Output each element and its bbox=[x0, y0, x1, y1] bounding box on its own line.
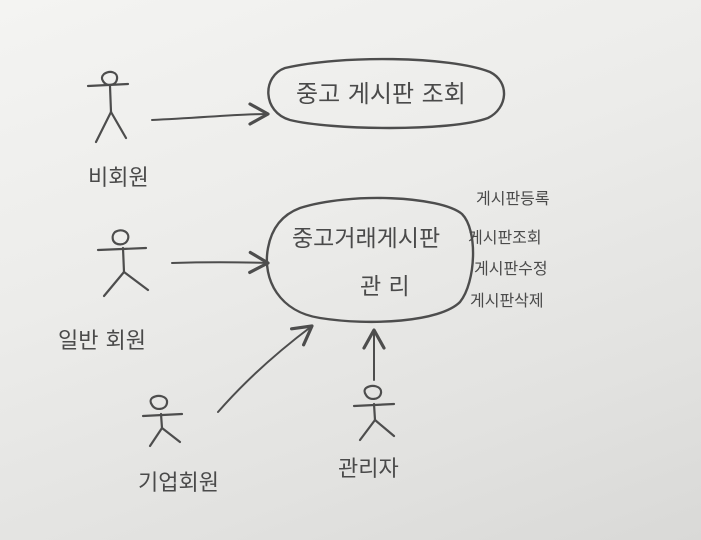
usecase-manage-line1: 중고거래게시판 bbox=[292, 226, 440, 252]
operations-list: 게시판등록 게시판조회 게시판수정 게시판삭제 bbox=[468, 189, 550, 310]
actor-company-member-label: 기업회원 bbox=[138, 471, 219, 496]
actor-general-member-label: 일반 회원 bbox=[58, 329, 146, 354]
actor-non-member-label: 비회원 bbox=[88, 166, 149, 191]
usecase-view-board: 중고 게시판 조회 bbox=[267, 57, 506, 130]
usecase-manage-line2: 관 리 bbox=[360, 274, 410, 300]
actor-general-member: 일반 회원 bbox=[58, 229, 150, 354]
stick-figure-icon bbox=[141, 394, 184, 448]
note-view: 게시판조회 bbox=[468, 228, 542, 247]
actor-company-member: 기업회원 bbox=[138, 394, 219, 496]
actor-admin: 관리자 bbox=[338, 384, 399, 482]
actor-non-member: 비회원 bbox=[86, 70, 149, 191]
association-arrow bbox=[171, 250, 270, 275]
stick-figure-icon bbox=[86, 70, 130, 144]
note-delete: 게시판삭제 bbox=[470, 291, 544, 310]
note-register: 게시판등록 bbox=[476, 189, 550, 208]
stick-figure-icon bbox=[352, 384, 396, 442]
usecase-view-board-label: 중고 게시판 조회 bbox=[296, 80, 466, 108]
actor-admin-label: 관리자 bbox=[338, 457, 399, 482]
usecase-manage-board: 중고거래게시판 관 리 bbox=[265, 196, 475, 324]
stick-figure-icon bbox=[96, 229, 150, 298]
note-edit: 게시판수정 bbox=[474, 259, 548, 278]
association-arrow bbox=[151, 102, 270, 126]
association-arrow bbox=[217, 324, 314, 413]
